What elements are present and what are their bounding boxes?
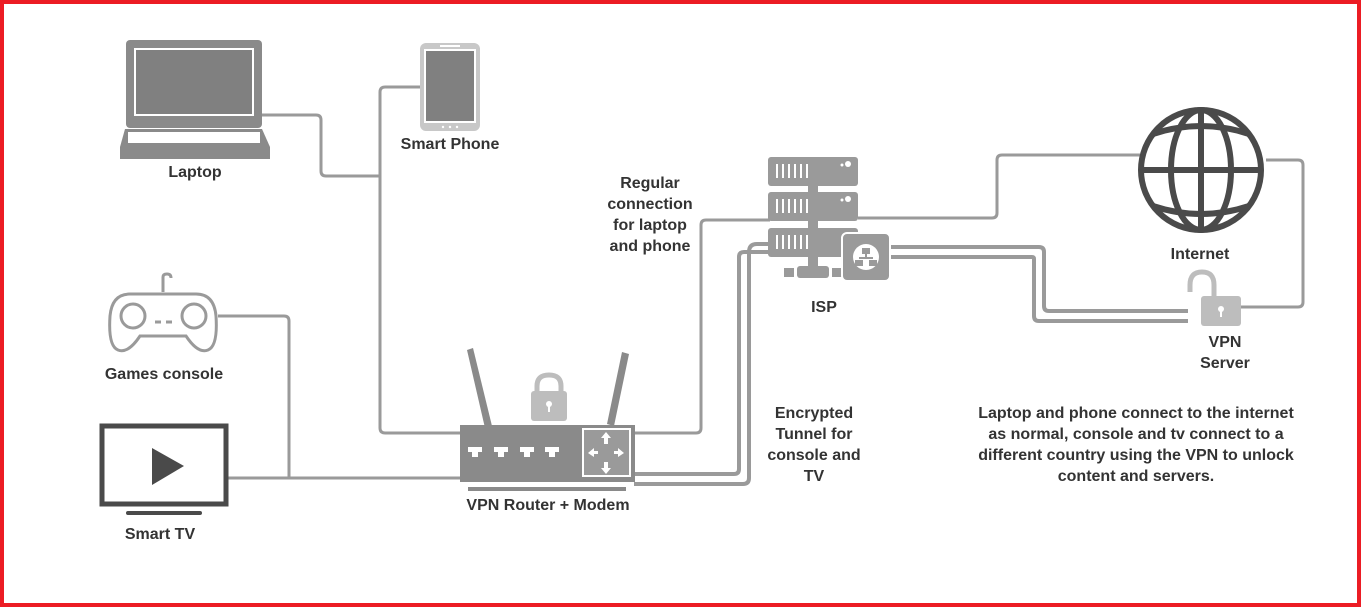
note-line: different country using the VPN to unloc…	[978, 447, 1294, 464]
unlocked-padlock-icon	[1187, 269, 1241, 326]
router-icon	[460, 348, 635, 491]
tunnel-router-isp-outer	[634, 242, 772, 486]
internet-label: Internet	[1170, 246, 1230, 263]
router-arrows-icon	[588, 432, 624, 474]
smart-phone-label: Smart Phone	[400, 136, 500, 153]
note-line: connection	[607, 196, 693, 213]
tunnel-isp-vpn-outer	[890, 245, 1188, 313]
vpn-server-label-line1: VPN	[1208, 334, 1242, 351]
vpn-server-label: VPN Server	[1175, 332, 1275, 374]
note-line: console and	[767, 447, 861, 464]
isp-label: ISP	[811, 299, 837, 316]
note-line: Laptop and phone connect to the internet	[978, 405, 1294, 422]
laptop-icon	[120, 40, 270, 159]
note-line: and phone	[609, 238, 691, 255]
note-line: Encrypted	[774, 405, 854, 422]
vpn-server-label-line2: Server	[1200, 355, 1250, 372]
edge-isp-internet	[858, 153, 1140, 220]
encrypted-tunnel-note: Encrypted Tunnel for console and TV	[754, 403, 874, 487]
note-line: as normal, console and tv connect to a	[988, 426, 1284, 443]
smartphone-icon	[420, 43, 480, 131]
note-line: for laptop	[613, 217, 687, 234]
tunnel-isp-vpn-inner	[890, 255, 1188, 323]
gamepad-icon	[108, 272, 218, 353]
laptop-label: Laptop	[168, 164, 222, 181]
tv-play-icon	[99, 423, 229, 515]
tunnel-router-isp-inner	[634, 250, 772, 476]
router-label: VPN Router + Modem	[466, 497, 630, 514]
edge-console-router	[218, 314, 291, 478]
note-line: content and servers.	[1057, 468, 1215, 485]
edge-laptop-router	[262, 113, 380, 178]
edge-vpnserver-internet	[1240, 158, 1305, 309]
summary-note: Laptop and phone connect to the internet…	[946, 403, 1326, 487]
globe-icon	[1138, 107, 1264, 233]
note-line: TV	[803, 468, 825, 485]
smart-tv-label: Smart TV	[124, 526, 196, 543]
games-console-label: Games console	[104, 366, 224, 383]
note-line: Tunnel for	[775, 426, 853, 443]
regular-connection-note: Regular connection for laptop and phone	[590, 173, 710, 257]
locked-padlock-icon	[531, 372, 567, 421]
edge-phone-router	[378, 85, 461, 435]
note-line: Regular	[620, 175, 680, 192]
edge-router-isp	[634, 218, 770, 435]
server-rack-icon	[768, 157, 891, 282]
